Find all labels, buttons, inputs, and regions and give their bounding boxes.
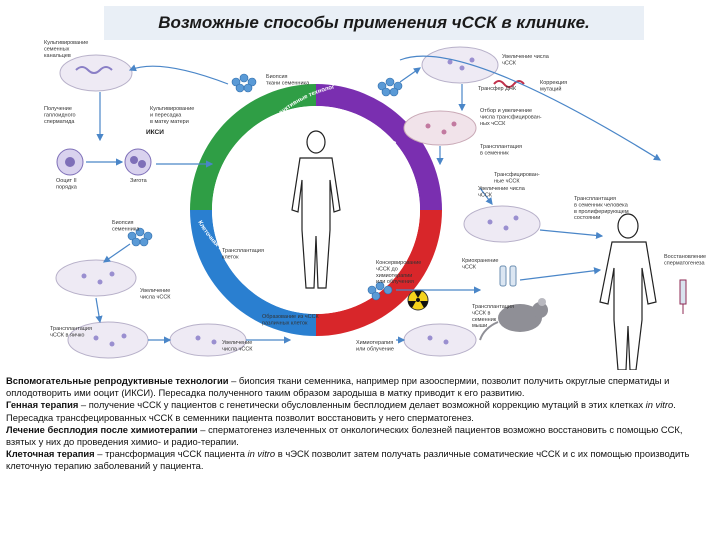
diagram-label-l6: Зигота xyxy=(130,178,148,184)
dna-icon xyxy=(493,80,525,88)
ring-segment-gene xyxy=(316,84,442,210)
diagram-label-l4: ИКСИ xyxy=(146,129,164,136)
mouse-icon xyxy=(479,298,548,341)
diagram-label-l9: Трансфер ДНК xyxy=(478,86,517,92)
caption-art: Вспомогательные репродуктивные технологи… xyxy=(6,375,670,399)
human-figure-right xyxy=(599,213,657,370)
cell-cluster-biopsy-top xyxy=(231,73,257,93)
petri-dish-gene-2 xyxy=(463,205,541,243)
oocyte-icon xyxy=(56,148,84,176)
diagram-label-l13: Трансфицирован-ные чССК xyxy=(494,172,540,184)
cell-cluster-biopsy-left xyxy=(127,227,153,247)
cell-cluster-gene xyxy=(377,77,403,97)
petri-dish-top-left xyxy=(59,54,133,92)
human-figure-center xyxy=(291,130,341,289)
caption-gene: Генная терапия – получение чССК у пациен… xyxy=(6,399,676,423)
zygote-icon xyxy=(124,148,152,176)
syringe-icon xyxy=(679,279,687,314)
cryotube-icon xyxy=(499,265,517,287)
petri-dish-gene-1 xyxy=(403,110,477,146)
title-banner: Возможные способы применения чССК в клин… xyxy=(104,6,644,40)
diagram: Вспомогательные репродуктивные технологи… xyxy=(0,40,706,370)
ring-segment-cell xyxy=(190,210,316,336)
petri-dish-top-right xyxy=(421,46,499,84)
ring-segment-chemo xyxy=(316,210,442,336)
cell-cluster-chemo xyxy=(367,281,393,301)
ring-segment-art xyxy=(190,84,316,210)
page-title: Возможные способы применения чССК в клин… xyxy=(158,13,590,32)
petri-dish-left-mid xyxy=(55,259,137,297)
petri-dish-bottom-right xyxy=(403,323,477,357)
caption-chemo: Лечение бесплодия после химиотерапии – с… xyxy=(6,423,683,448)
flow-arrows xyxy=(86,55,662,344)
radiation-icon xyxy=(407,289,429,311)
caption: Вспомогательные репродуктивные технологи… xyxy=(6,375,712,473)
caption-cell: Клеточная терапия – трансформация чССК п… xyxy=(6,448,690,472)
